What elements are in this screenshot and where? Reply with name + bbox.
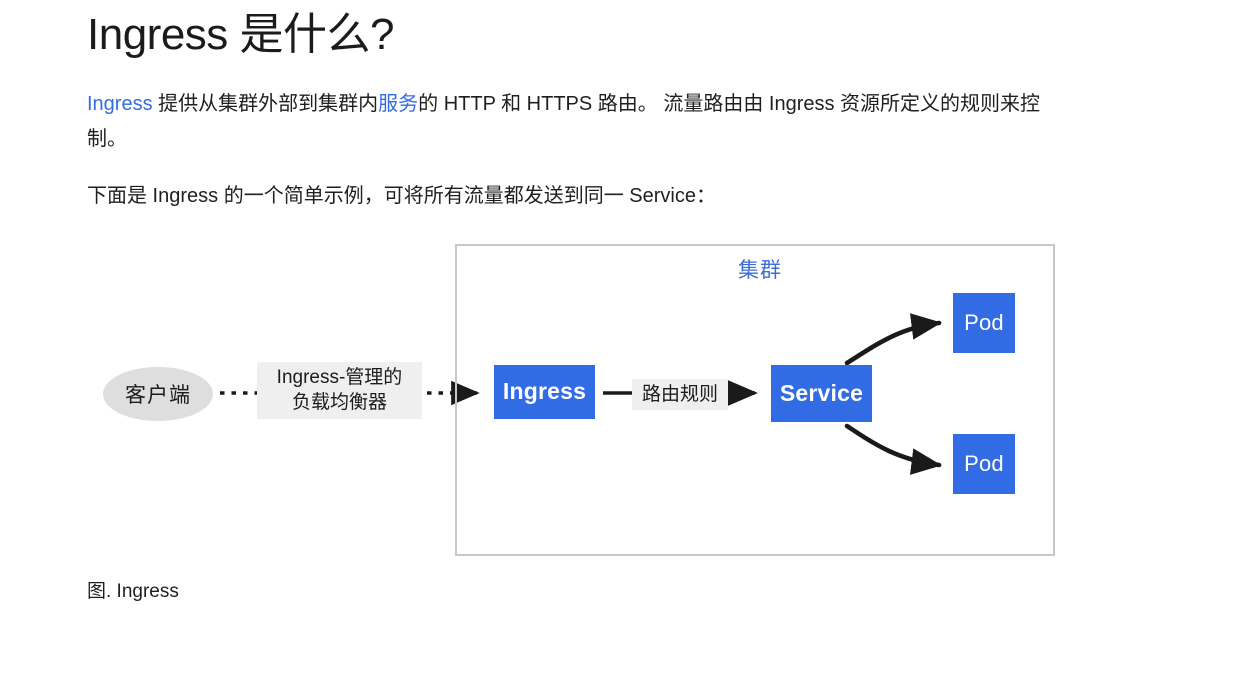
- client-node: 客户端: [103, 366, 213, 421]
- cluster-boundary: [455, 243, 1055, 556]
- pod-node-bottom: Pod: [953, 433, 1015, 494]
- intro-text-part-2: 的 HTTP 和 HTTPS 路由。 流量路由由 Ingress 资源所定义的规…: [87, 92, 1041, 150]
- load-balancer-label-line2: 负载均衡器: [291, 392, 387, 414]
- figure-caption-wrap: 图. Ingress: [87, 576, 1187, 603]
- load-balancer-label-line1: Ingress-管理的: [276, 366, 403, 388]
- cluster-label: 集群: [738, 258, 782, 282]
- figure-caption: 图. Ingress: [87, 580, 179, 602]
- service-node: Service: [771, 364, 872, 422]
- intro-text-part-1: 提供从集群外部到集群内: [152, 92, 379, 115]
- service-link[interactable]: 服务: [378, 92, 419, 115]
- ingress-figure: 集群 客户端 Ingress-管理的 负载均衡器 Ingress 路由规则 Se…: [87, 236, 1087, 566]
- routing-rules-label: 路由规则: [632, 378, 728, 411]
- intro-paragraph: Ingress 提供从集群外部到集群内服务的 HTTP 和 HTTPS 路由。 …: [87, 87, 1062, 157]
- ingress-node: Ingress: [494, 364, 595, 419]
- load-balancer-label: Ingress-管理的 负载均衡器: [257, 361, 422, 419]
- ingress-link[interactable]: Ingress: [87, 92, 153, 115]
- page-title: Ingress 是什么?: [87, 10, 394, 59]
- pod-node-top: Pod: [953, 292, 1015, 353]
- document-page: Ingress 是什么? Ingress 提供从集群外部到集群内服务的 HTTP…: [87, 0, 1187, 603]
- example-paragraph: 下面是 Ingress 的一个简单示例，可将所有流量都发送到同一 Service…: [87, 184, 716, 207]
